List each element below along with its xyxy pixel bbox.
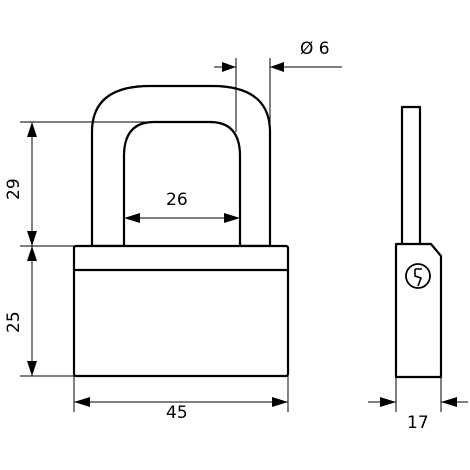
dimension-body-width: 45 (73, 376, 289, 423)
dimension-shackle-clearance: 29 (4, 121, 154, 247)
shackle-outline (90, 84, 272, 248)
side-shackle (400, 105, 422, 247)
padlock-side-view (394, 105, 443, 379)
padlock-front-view (72, 84, 290, 378)
keyhole-icon (405, 263, 431, 289)
dimension-shackle-inner-width: 26 (124, 190, 240, 223)
dimension-shackle-diameter: Ø 6 (214, 39, 342, 132)
shackle-clearance-label: 29 (4, 178, 24, 200)
lock-body (72, 244, 290, 378)
body-width-label: 45 (166, 403, 188, 423)
shackle-diameter-label: Ø 6 (300, 39, 330, 59)
dimension-body-height: 25 (4, 246, 74, 377)
body-height-label: 25 (4, 311, 24, 333)
dimension-body-thickness: 17 (368, 377, 468, 433)
shackle-inner-width-label: 26 (166, 190, 188, 210)
body-thickness-label: 17 (407, 413, 429, 433)
